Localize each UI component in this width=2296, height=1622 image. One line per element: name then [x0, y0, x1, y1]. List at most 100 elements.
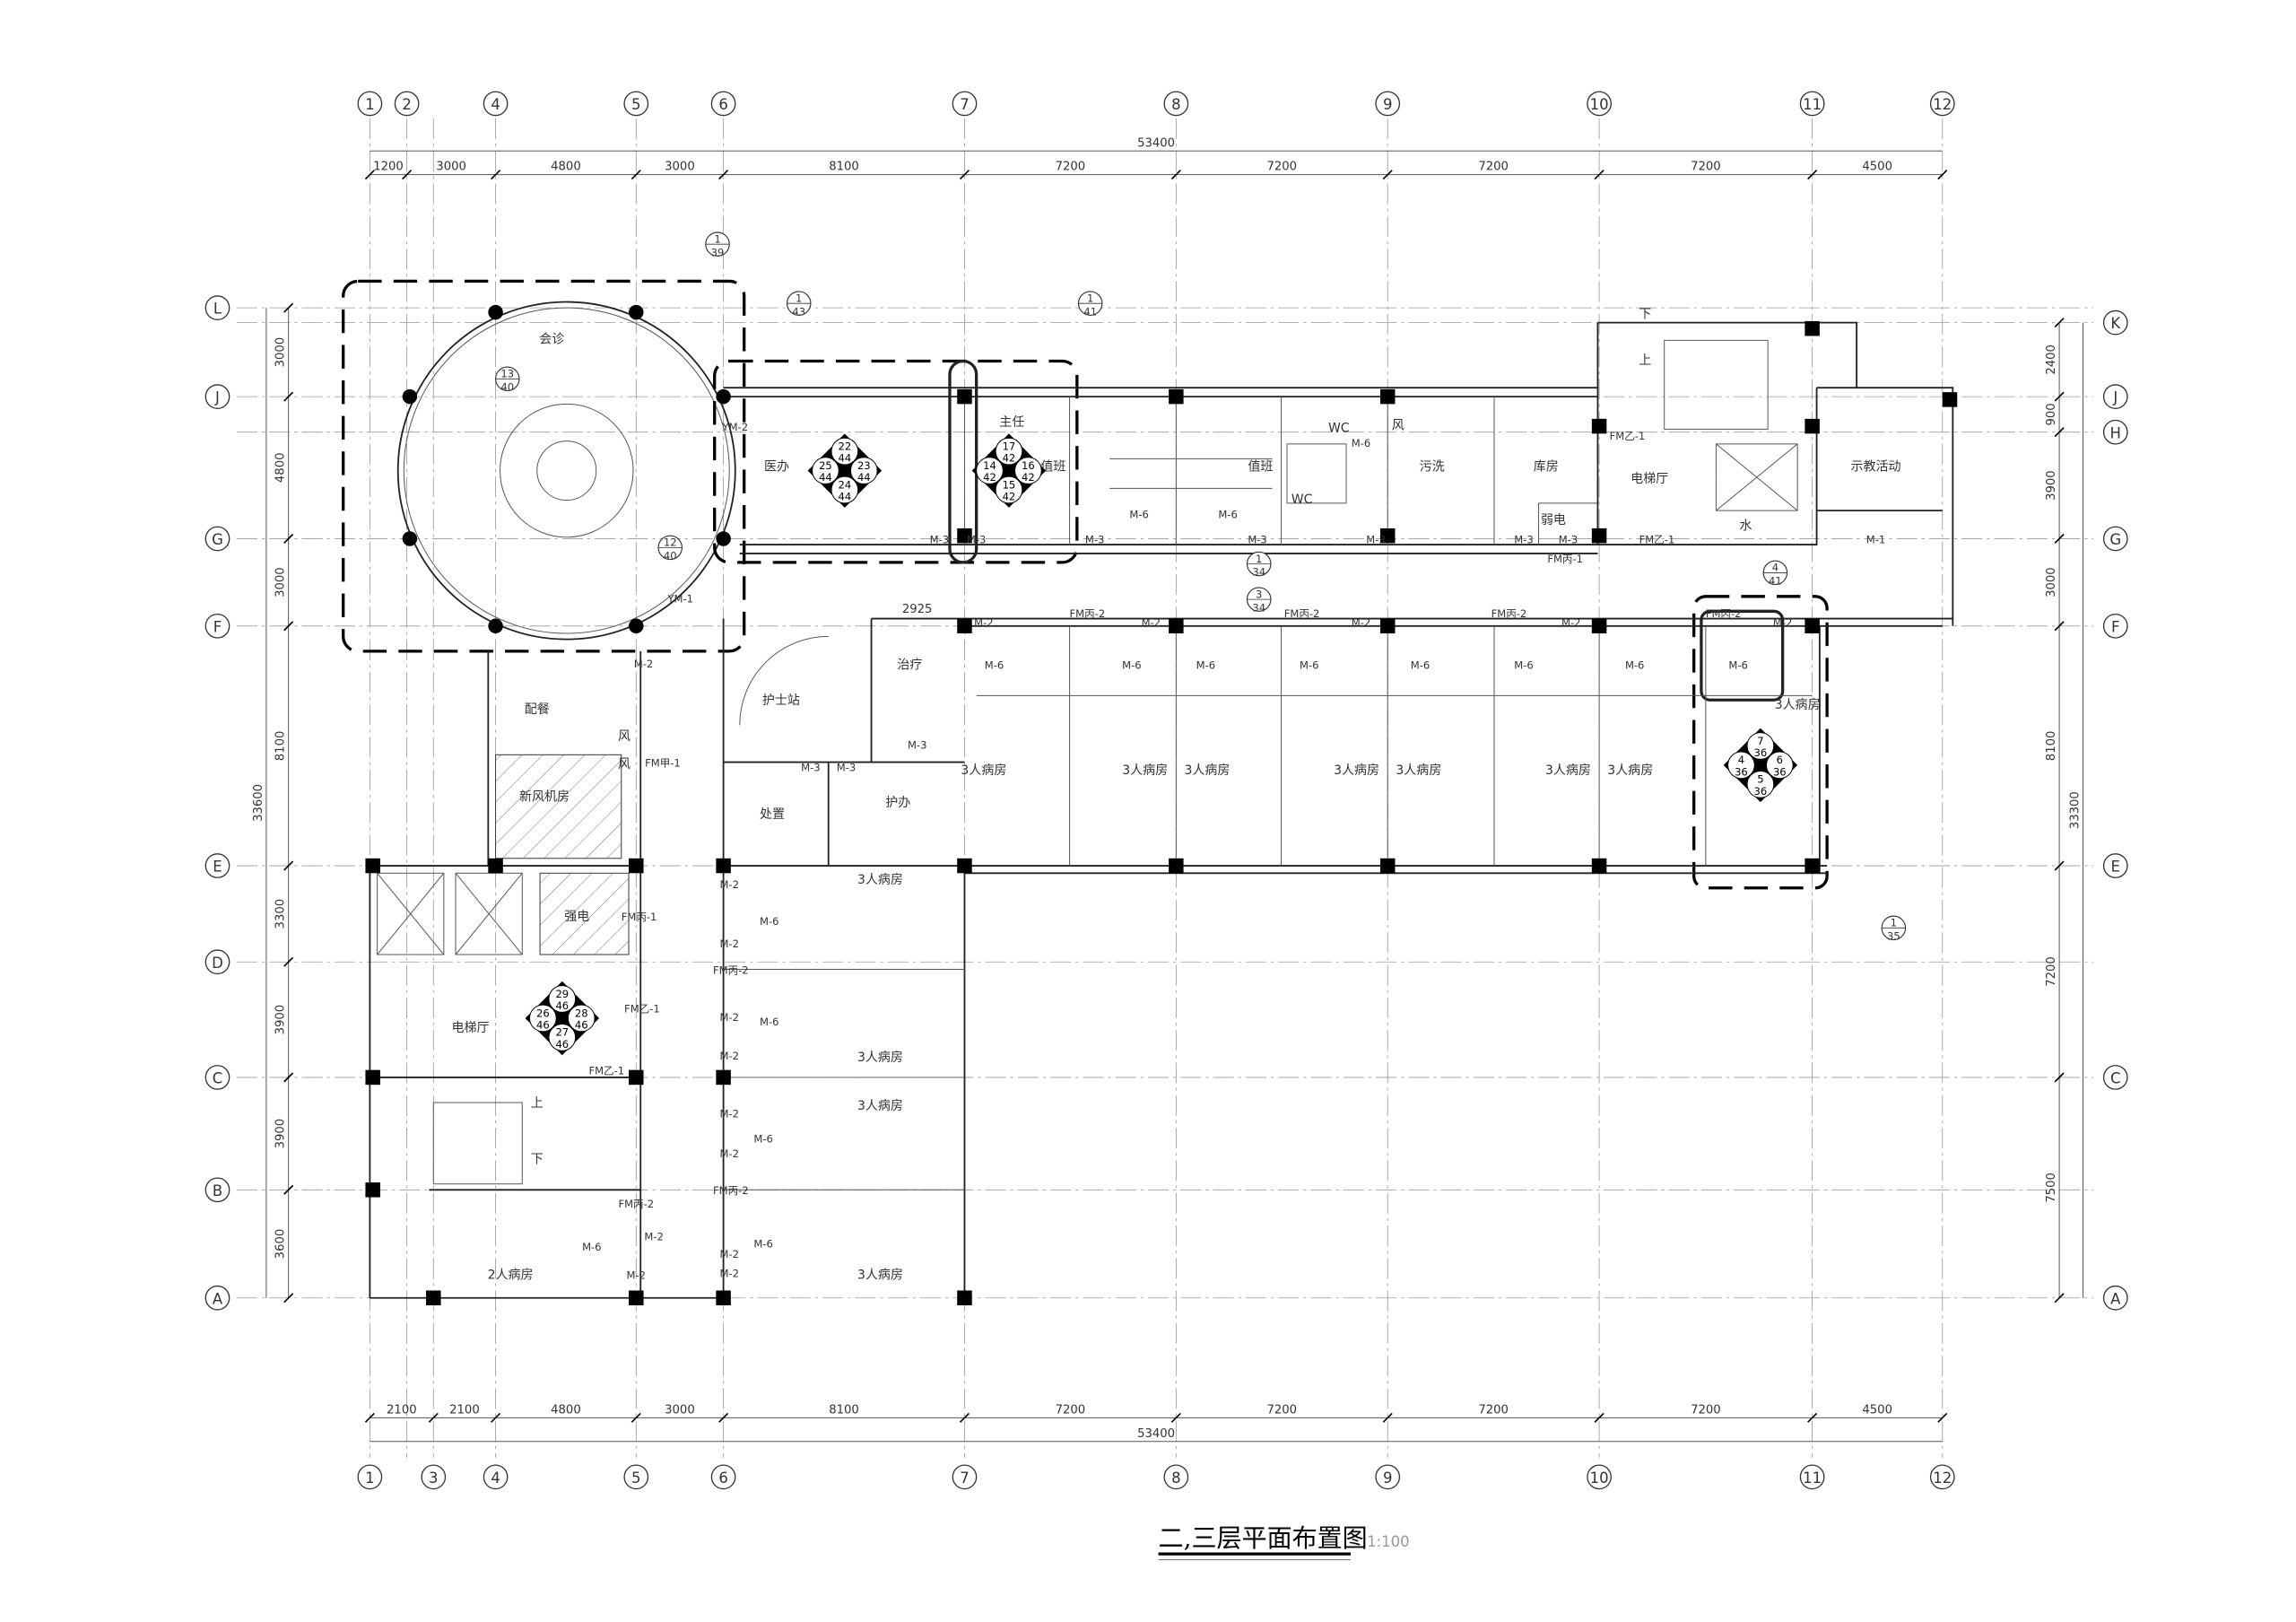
- axis-label: 12: [1933, 96, 1952, 113]
- axis-bubble-right: G: [2102, 526, 2128, 552]
- axis-label: 6: [718, 96, 727, 113]
- axis-bubble-top: 8: [1163, 91, 1189, 117]
- column: [1591, 418, 1607, 434]
- meeting-room-wall: [396, 301, 736, 641]
- door-label: M-3: [1248, 533, 1266, 545]
- axis-bubble-left: D: [204, 949, 230, 975]
- door-label: M-2: [634, 658, 653, 670]
- detail-sheet: 35: [1887, 930, 1900, 943]
- axis-bubble-right: J: [2102, 384, 2128, 409]
- door-label: FM丙-2: [713, 1184, 749, 1197]
- axis-bubble-right: E: [2102, 853, 2128, 878]
- door-label: M-2: [719, 937, 738, 950]
- door-label: M-3: [967, 533, 986, 545]
- axis-bubble-right: H: [2102, 419, 2128, 445]
- room-label: 3人病房: [857, 873, 903, 887]
- structural-columns: [365, 304, 1958, 1305]
- door-label: M-1: [1866, 533, 1885, 545]
- detail-reference: 334: [1246, 587, 1272, 614]
- door-label: M-2: [719, 1268, 738, 1280]
- room-label: WC: [1292, 493, 1313, 507]
- axis-bubble-bottom: 6: [710, 1464, 736, 1490]
- axis-bubble-top: 10: [1587, 91, 1612, 117]
- axis-label: 11: [1803, 96, 1822, 113]
- column: [716, 858, 731, 874]
- dimension-total: 53400: [1137, 1427, 1175, 1441]
- detail-reference: 441: [1762, 560, 1788, 588]
- axis-label: 10: [1590, 1469, 1609, 1487]
- room-label: 会诊: [539, 333, 564, 347]
- detail-sheet: 40: [500, 381, 514, 394]
- axis-label: 3: [429, 1469, 438, 1487]
- axis-bubble-bottom: 7: [952, 1464, 978, 1490]
- axis-label: A: [2110, 1290, 2121, 1307]
- column: [1591, 528, 1607, 544]
- dimension-value: 4500: [1862, 1403, 1892, 1417]
- dimension-value: 3900: [2045, 470, 2058, 501]
- column: [488, 858, 503, 874]
- room-label: 水: [1739, 519, 1752, 534]
- round-column: [716, 388, 731, 405]
- elevation-number: 14: [983, 459, 996, 472]
- room-label: 上: [531, 1096, 544, 1111]
- axis-label: 1: [365, 96, 374, 113]
- detail-boundary-meeting: [342, 279, 746, 653]
- elevation-sheet: 42: [1022, 471, 1035, 484]
- room-label: 处置: [760, 807, 785, 822]
- room-label: 弱电: [1541, 513, 1566, 528]
- column: [1379, 858, 1396, 874]
- column: [716, 1290, 731, 1305]
- axis-bubble-left: A: [204, 1285, 230, 1311]
- detail-number: 1: [1891, 917, 1897, 929]
- dimension-value: 2925: [902, 603, 933, 616]
- axis-bubble-left: L: [204, 295, 230, 320]
- column: [1379, 528, 1396, 544]
- dimension-value: 4500: [1862, 161, 1892, 174]
- dimension-value: 3000: [665, 161, 695, 174]
- elevation-sheet: 44: [839, 452, 852, 465]
- door-label: M-3: [1514, 533, 1533, 545]
- power-room: [539, 872, 630, 955]
- axis-bubble-right: F: [2102, 613, 2128, 639]
- axis-bubble-bottom: 8: [1163, 1464, 1189, 1490]
- axis-bubble-bottom: 12: [1929, 1464, 1955, 1490]
- detail-number: 1: [714, 233, 720, 246]
- dimension-value: 3900: [274, 1119, 288, 1149]
- axis-label: C: [2110, 1070, 2121, 1087]
- axis-label: 5: [631, 96, 640, 113]
- door-label: M-6: [1352, 437, 1370, 449]
- elevation-number: 25: [819, 459, 832, 472]
- axis-bubble-right: K: [2102, 310, 2128, 336]
- elevation-sheet: 46: [536, 1018, 550, 1031]
- axis-label: D: [212, 955, 223, 972]
- room-label: 下: [1639, 308, 1651, 322]
- axis-label: G: [212, 531, 223, 548]
- axis-label: 4: [491, 1469, 500, 1487]
- door-label: M-3: [1559, 533, 1578, 545]
- column: [1805, 618, 1820, 634]
- column: [1805, 320, 1820, 336]
- door-label: M-3: [930, 533, 949, 545]
- dimension-value: 2100: [449, 1403, 480, 1417]
- column: [1805, 418, 1820, 434]
- room-label: 配餐: [525, 702, 550, 717]
- column: [629, 1069, 644, 1086]
- detail-sheet: 39: [711, 246, 725, 258]
- stair-west: [432, 1102, 523, 1185]
- axis-label: L: [213, 301, 222, 318]
- axis-bubble-bottom: 3: [421, 1464, 447, 1490]
- column: [1169, 388, 1184, 405]
- dimension-value: 2400: [2045, 344, 2058, 375]
- fresh-air-room: [495, 754, 622, 859]
- elevation-number: 27: [555, 1026, 569, 1039]
- door-label: M-2: [1561, 616, 1580, 629]
- door-label: M-3: [1366, 533, 1385, 545]
- meeting-table: [500, 403, 634, 538]
- axis-bubble-bottom: 9: [1375, 1464, 1401, 1490]
- door-label: M-2: [719, 1147, 738, 1160]
- room-label: 3人病房: [1334, 763, 1379, 778]
- axis-label: 8: [1171, 96, 1180, 113]
- door-label: YM-1: [667, 592, 693, 605]
- axis-bubble-left: G: [204, 526, 230, 552]
